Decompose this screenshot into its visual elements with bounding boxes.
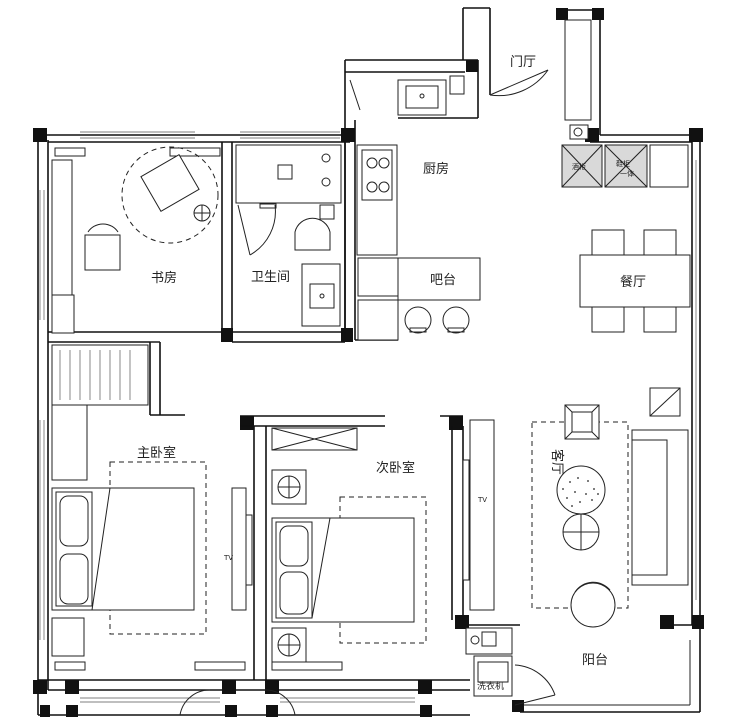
study-furniture <box>51 146 219 334</box>
bathroom-fixtures <box>235 144 342 327</box>
label-washer: 洗衣机 <box>477 680 504 692</box>
label-master-bedroom: 主卧室 <box>137 445 176 461</box>
label-tv-living: TV <box>477 496 487 504</box>
label-cabinet-a: 酒柜 <box>572 162 586 171</box>
balcony-furniture <box>465 627 513 697</box>
label-cabinet-b-2: 一体 <box>620 169 634 178</box>
entry-cabinet <box>561 19 689 188</box>
living-furniture <box>531 387 689 628</box>
dining-furniture <box>579 229 691 333</box>
windows <box>39 131 697 703</box>
label-tv-master: TV <box>223 554 233 562</box>
master-bedroom-furniture <box>51 461 253 657</box>
wardrobe <box>51 344 149 481</box>
second-bedroom-furniture <box>271 419 495 663</box>
label-balcony: 阳台 <box>582 653 608 668</box>
label-second-bedroom: 次卧室 <box>376 460 415 476</box>
label-entry: 门厅 <box>510 55 536 70</box>
label-kitchen: 厨房 <box>423 161 449 177</box>
doors <box>150 69 556 716</box>
coffee-table-stipple <box>562 477 599 507</box>
label-bar: 吧台 <box>430 273 456 288</box>
kitchen-fixtures <box>356 75 481 341</box>
room-labels: 门厅 厨房 书房 卫生间 吧台 餐厅 主卧室 次卧室 客厅 阳台 <box>137 55 646 668</box>
label-study: 书房 <box>151 270 177 286</box>
label-bathroom: 卫生间 <box>251 270 290 285</box>
interior-walls <box>48 120 464 680</box>
label-living: 客厅 <box>549 449 565 475</box>
radiator-strips <box>54 147 343 671</box>
label-dining: 餐厅 <box>620 274 646 290</box>
appliance-labels: TV TV 洗衣机 酒柜 鞋柜 一体 <box>223 159 634 692</box>
outer-walls <box>37 7 701 716</box>
label-cabinet-b-1: 鞋柜 <box>616 159 630 168</box>
